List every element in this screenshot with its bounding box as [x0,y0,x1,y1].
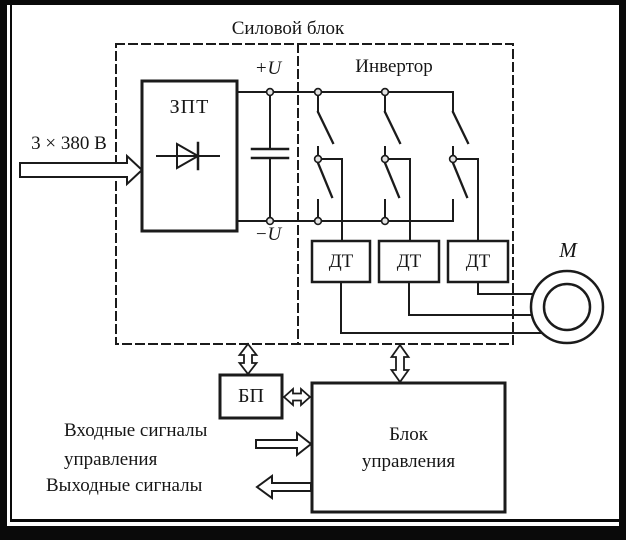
inverter-leg-1 [316,91,343,242]
psu-control-arrow [282,386,312,408]
signal-output-arrow [255,474,312,500]
signal-input-arrow [255,430,313,458]
power-block-box [115,43,514,345]
control-unit-label: Блок управления [361,423,456,472]
current-sensor-label-3: ДТ [465,251,491,272]
powerblock-control-arrow [389,343,411,384]
motor-icon [529,269,605,345]
motor-wires [340,281,553,334]
dc-bus [236,91,454,222]
connection-nodes [265,87,458,226]
current-sensor-label-2: ДТ [396,251,422,272]
output-signals-label: Выходные сигналы [46,475,203,496]
inverter-switches [265,87,479,242]
power-block-title: Силовой блок [231,18,345,39]
inverter-leg-2 [383,91,411,242]
bus-double-arrows [237,342,411,408]
current-sensor-label-1: ДТ [328,251,354,272]
power-supply-label: БП [238,385,264,407]
input-voltage-label: 3 × 380 В [31,133,107,154]
control-unit-block: Блок управления [312,383,505,512]
input-voltage-arrow [19,153,144,187]
dc-minus-label: −U [254,224,282,245]
dc-plus-label: +U [254,58,282,79]
dc-capacitor [250,91,290,222]
power-supply-box [218,373,284,420]
input-signals-label: Входные сигналы управления [64,420,208,470]
inverter-leg-3 [451,91,479,242]
powerblock-psu-arrow [237,342,259,376]
control-unit-box [310,381,507,514]
motor-label: М [559,238,577,262]
rectifier-block-label: ЗПТ [169,96,210,118]
diode-icon [156,141,220,171]
rectifier-block [140,79,239,233]
inverter-label: Инвертор [355,56,433,77]
